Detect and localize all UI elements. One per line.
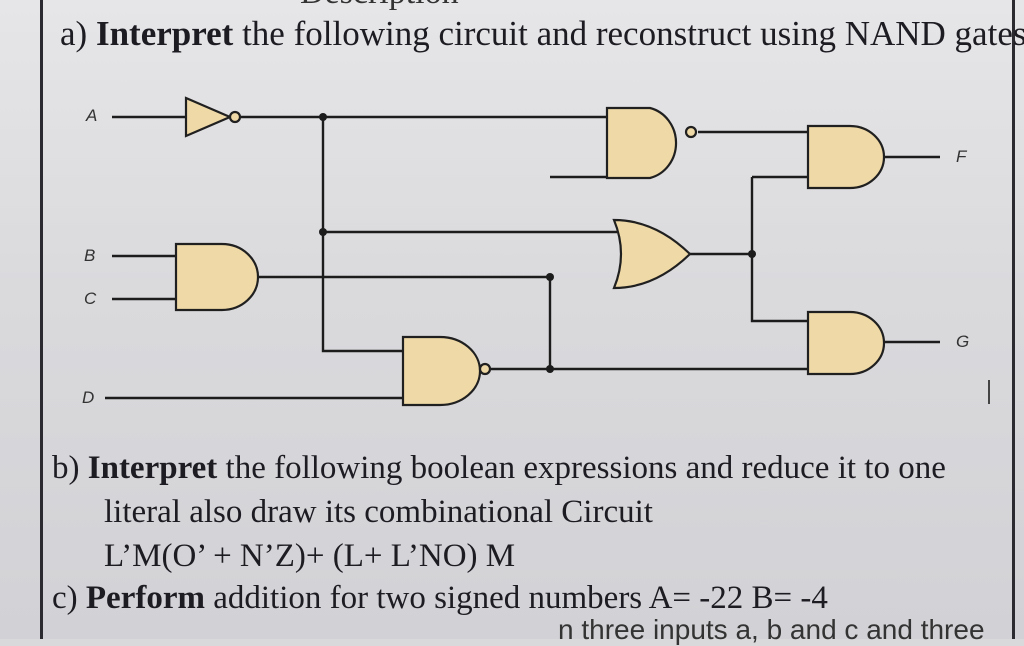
left-margin-line (40, 0, 43, 639)
input-label-a: A (86, 106, 98, 125)
question-d-clipped: n three inputs a, b and c and three (558, 614, 985, 645)
nand-gate-top-bubble (684, 125, 698, 139)
input-label-c: C (84, 289, 97, 308)
boolean-expression: L’M(O’ + N’Z)+ (L+ L’NO) M (104, 538, 516, 574)
wire-or-branch (750, 177, 808, 323)
not-gate-bubble (228, 110, 242, 124)
and-gate-bc (174, 242, 260, 312)
input-label-b: B (84, 246, 96, 265)
junction-dot (546, 273, 554, 281)
question-a: a) Interpret the following circuit and r… (60, 14, 1024, 54)
wire-a-branch (321, 117, 403, 353)
junction-dot (319, 113, 327, 121)
junction-dot (546, 365, 554, 373)
question-a-verb: Interpret (95, 14, 234, 53)
question-c-verb: Perform (85, 580, 205, 616)
and-gate-f (806, 124, 886, 190)
text-cursor (988, 380, 990, 404)
and-gate-g (806, 310, 886, 376)
junction-dot (748, 250, 756, 258)
question-b-verb: Interpret (87, 450, 218, 486)
header-clipped-text: Description (300, 0, 459, 12)
output-label-g: G (956, 332, 970, 351)
not-gate (184, 96, 233, 138)
question-b: b) Interpret the following boolean expre… (52, 450, 946, 487)
question-b-line2: literal also draw its combinational Circ… (104, 494, 653, 530)
question-c: c) Perform addition for two signed numbe… (52, 580, 828, 617)
input-label-d: D (82, 388, 95, 407)
question-a-text: the following circuit and reconstruct us… (233, 14, 1024, 53)
output-label-f: F (956, 147, 967, 166)
question-c-prefix: c) (52, 580, 86, 616)
nand-gate-bottom-bubble (478, 362, 492, 376)
junction-dot (319, 228, 327, 236)
question-b-prefix: b) (52, 450, 88, 486)
right-margin-line (1012, 0, 1015, 639)
question-a-prefix: a) (60, 14, 96, 53)
question-c-text: addition for two signed numbers A= -22 B… (204, 580, 828, 616)
nand-gate-top (605, 106, 678, 180)
nand-gate-bottom (401, 335, 482, 407)
question-b-text: the following boolean expressions and re… (217, 450, 946, 486)
or-gate (612, 218, 692, 290)
